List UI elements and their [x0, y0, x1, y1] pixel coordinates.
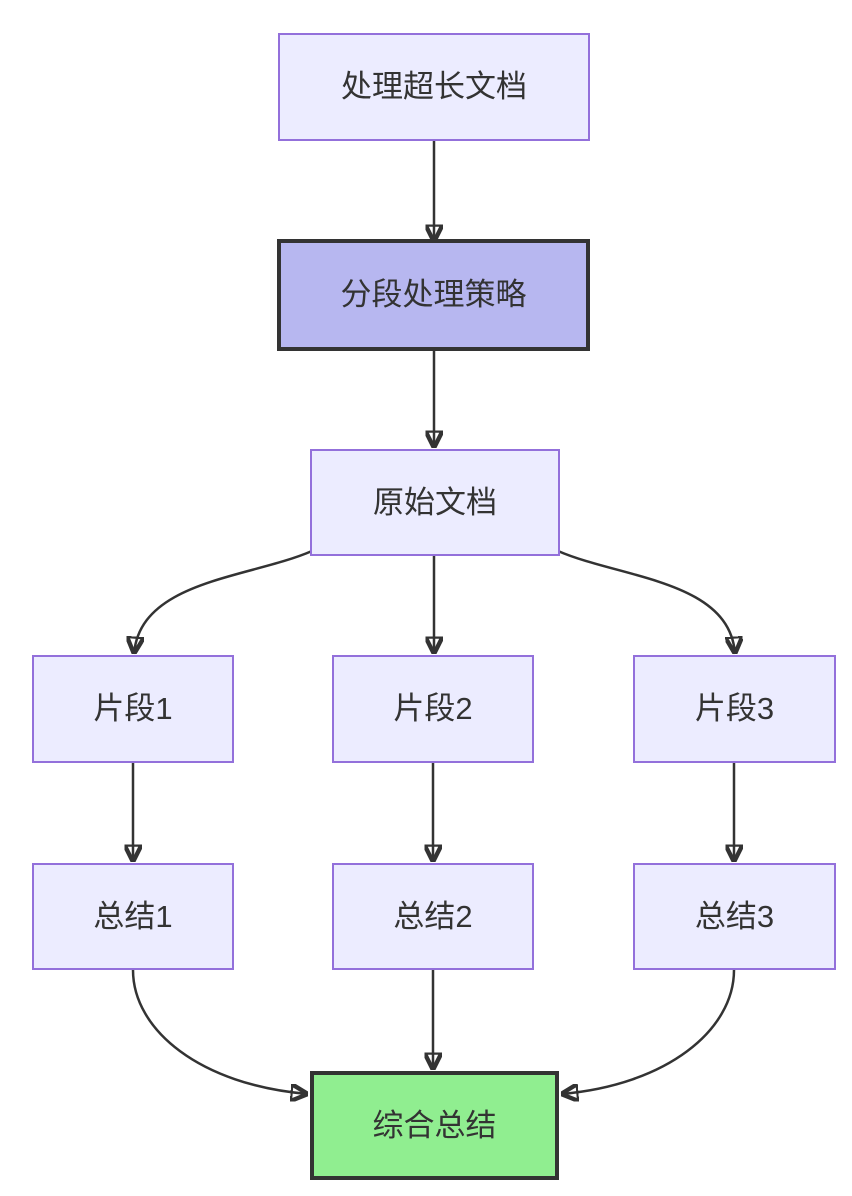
edge-summary3-final — [561, 969, 736, 1094]
node-chunk-3-label: 片段3 — [694, 691, 775, 727]
node-final-summary-label: 综合总结 — [372, 1107, 497, 1143]
node-original-document: 原始文档 — [310, 449, 560, 556]
node-summary-2-label: 总结2 — [393, 898, 473, 934]
node-chunk-1-label: 片段1 — [93, 691, 173, 727]
edge-summary1-final — [131, 969, 308, 1094]
node-summary-2: 总结2 — [332, 863, 534, 970]
node-doc: 处理超长文档 — [278, 33, 590, 141]
node-summary-3-label: 总结3 — [694, 898, 775, 934]
node-chunk-2-label: 片段2 — [393, 691, 473, 727]
node-chunk-2: 片段2 — [332, 655, 534, 763]
node-summary-1-label: 总结1 — [93, 898, 173, 934]
edge-original-chunk1 — [134, 549, 313, 654]
node-chunk-1: 片段1 — [32, 655, 234, 763]
node-doc-label: 处理超长文档 — [341, 69, 527, 105]
edge-original-chunk3 — [557, 549, 735, 654]
node-chunk-3: 片段3 — [633, 655, 836, 763]
node-original-document-label: 原始文档 — [373, 484, 497, 520]
node-strategy: 分段处理策略 — [277, 239, 590, 351]
node-summary-1: 总结1 — [32, 863, 234, 970]
node-final-summary: 综合总结 — [310, 1071, 559, 1180]
node-strategy-label: 分段处理策略 — [340, 277, 527, 313]
node-summary-3: 总结3 — [633, 863, 836, 970]
